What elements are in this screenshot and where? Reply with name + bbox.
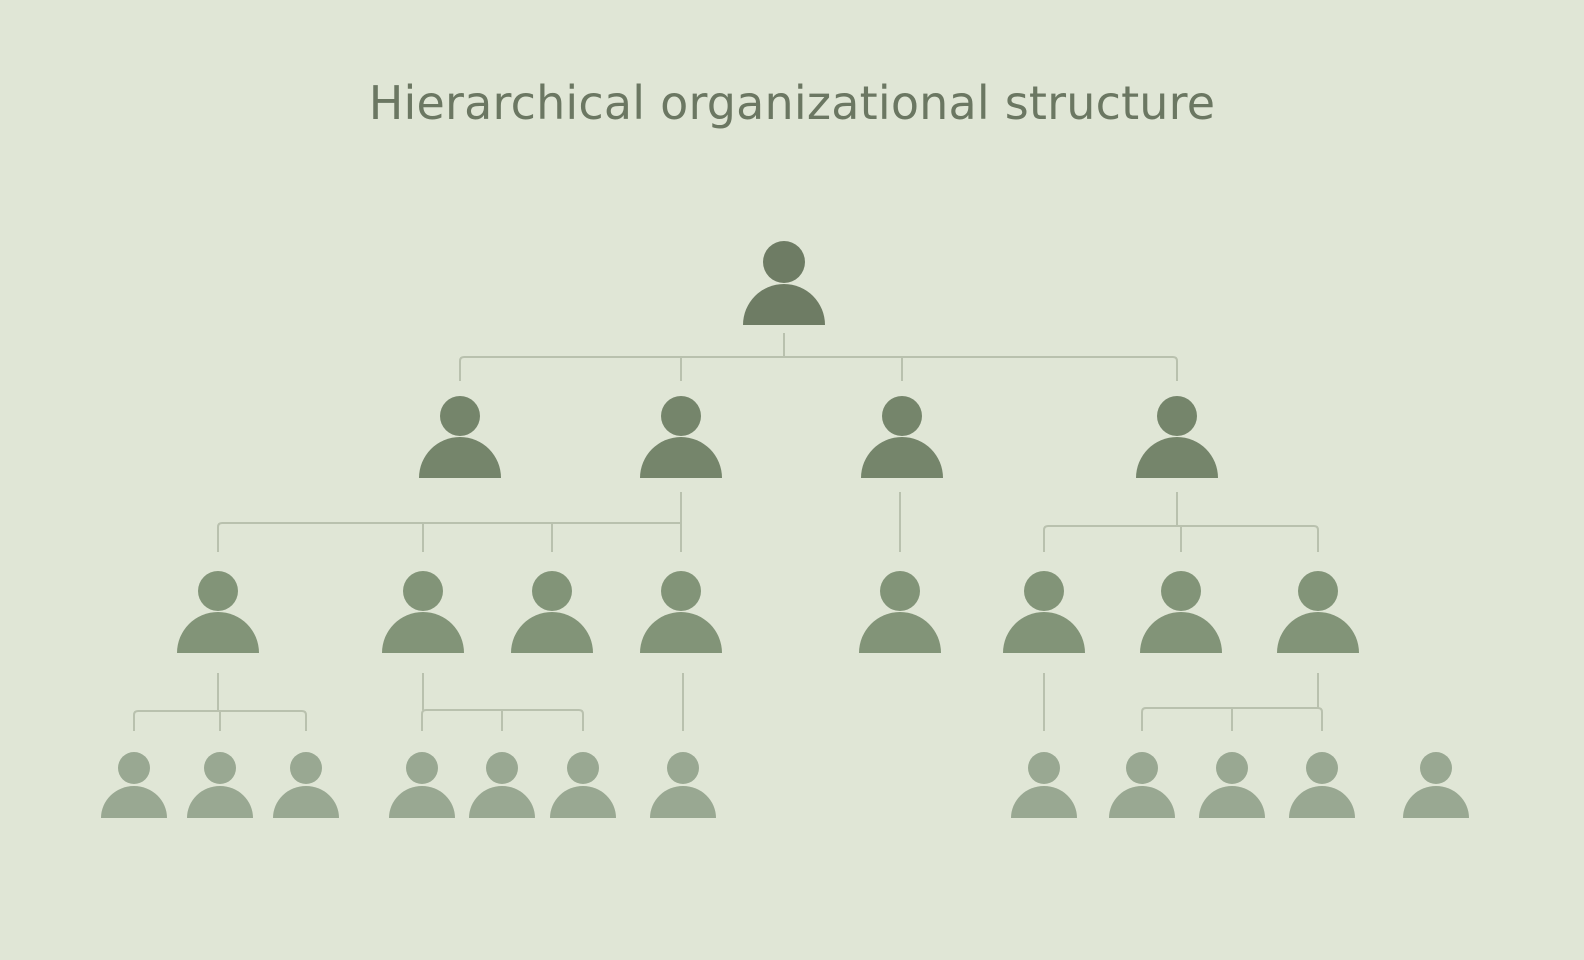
person-icon xyxy=(419,396,501,478)
person-head-shape xyxy=(290,752,322,784)
person-head-shape xyxy=(1126,752,1158,784)
person-icon xyxy=(1109,752,1175,818)
person-head-shape xyxy=(1157,396,1197,436)
person-icon xyxy=(550,752,616,818)
person-head-shape xyxy=(403,571,443,611)
person-icon xyxy=(511,571,593,653)
connector-corner xyxy=(1313,525,1319,552)
person-body-shape xyxy=(1140,612,1222,653)
person-body-shape xyxy=(1277,612,1359,653)
person-icon xyxy=(640,396,722,478)
person-icon xyxy=(859,571,941,653)
connector-corner xyxy=(1317,707,1323,731)
person-body-shape xyxy=(1003,612,1085,653)
connector-lines xyxy=(133,333,1323,731)
person-icon xyxy=(187,752,253,818)
person-icon xyxy=(1403,752,1469,818)
person-body-shape xyxy=(1109,786,1175,818)
person-body-shape xyxy=(743,284,825,325)
person-head-shape xyxy=(486,752,518,784)
person-body-shape xyxy=(1136,437,1218,478)
person-head-shape xyxy=(440,396,480,436)
person-icon xyxy=(101,752,167,818)
person-head-shape xyxy=(118,752,150,784)
person-body-shape xyxy=(1011,786,1077,818)
person-head-shape xyxy=(661,396,701,436)
connector-corner xyxy=(459,356,465,381)
person-icon xyxy=(650,752,716,818)
person-body-shape xyxy=(1403,786,1469,818)
person-icon xyxy=(640,571,722,653)
person-body-shape xyxy=(187,786,253,818)
person-icon xyxy=(743,241,825,325)
person-body-shape xyxy=(1199,786,1265,818)
person-body-shape xyxy=(389,786,455,818)
person-body-shape xyxy=(511,612,593,653)
person-head-shape xyxy=(763,241,805,283)
person-icon xyxy=(1277,571,1359,653)
person-body-shape xyxy=(861,437,943,478)
person-head-shape xyxy=(198,571,238,611)
connector-corner xyxy=(1172,356,1178,381)
person-head-shape xyxy=(1420,752,1452,784)
person-head-shape xyxy=(882,396,922,436)
person-body-shape xyxy=(640,437,722,478)
person-icon xyxy=(1289,752,1355,818)
person-body-shape xyxy=(650,786,716,818)
person-head-shape xyxy=(1216,752,1248,784)
person-icon xyxy=(382,571,464,653)
person-body-shape xyxy=(859,612,941,653)
person-body-shape xyxy=(1289,786,1355,818)
connector-corner xyxy=(421,709,427,731)
person-head-shape xyxy=(204,752,236,784)
connector-corner xyxy=(133,710,139,731)
person-head-shape xyxy=(1306,752,1338,784)
connector-corner xyxy=(301,710,307,731)
person-head-shape xyxy=(1028,752,1060,784)
org-members xyxy=(101,241,1469,818)
person-icon xyxy=(389,752,455,818)
person-body-shape xyxy=(550,786,616,818)
person-icon xyxy=(861,396,943,478)
person-body-shape xyxy=(273,786,339,818)
person-head-shape xyxy=(532,571,572,611)
person-icon xyxy=(469,752,535,818)
connector-corner xyxy=(1141,707,1147,731)
person-icon xyxy=(1011,752,1077,818)
connector-corner xyxy=(578,709,584,731)
person-icon xyxy=(1199,752,1265,818)
person-icon xyxy=(1003,571,1085,653)
person-icon xyxy=(177,571,259,653)
page-title: Hierarchical organizational structure xyxy=(368,76,1216,130)
person-head-shape xyxy=(1024,571,1064,611)
person-head-shape xyxy=(661,571,701,611)
person-body-shape xyxy=(382,612,464,653)
person-head-shape xyxy=(880,571,920,611)
person-body-shape xyxy=(469,786,535,818)
person-head-shape xyxy=(1298,571,1338,611)
person-body-shape xyxy=(419,437,501,478)
person-icon xyxy=(1136,396,1218,478)
person-icon xyxy=(273,752,339,818)
person-body-shape xyxy=(101,786,167,818)
person-head-shape xyxy=(1161,571,1201,611)
person-body-shape xyxy=(177,612,259,653)
connector-corner xyxy=(217,522,223,552)
person-head-shape xyxy=(406,752,438,784)
person-head-shape xyxy=(667,752,699,784)
person-body-shape xyxy=(640,612,722,653)
person-icon xyxy=(1140,571,1222,653)
connector-corner xyxy=(1043,525,1049,552)
person-head-shape xyxy=(567,752,599,784)
